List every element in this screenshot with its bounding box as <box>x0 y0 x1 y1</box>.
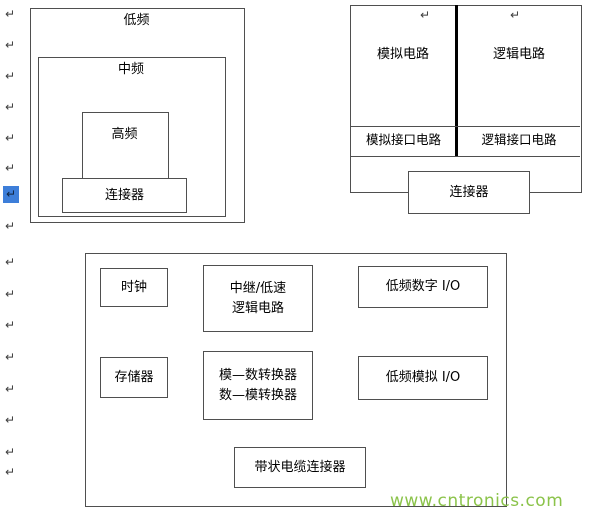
memory-label: 存储器 <box>114 369 154 385</box>
paragraph-mark: ↵ <box>5 100 16 114</box>
analog-interface-label: 模拟接口电路 <box>365 132 441 147</box>
circuit-partition-box[interactable] <box>350 5 582 193</box>
ribbon-cable-connector-label: 带状电缆连接器 <box>254 459 346 475</box>
lowfreq-analog-io-box[interactable]: 低频模拟 I/O <box>358 356 488 400</box>
watermark-text: www.cntronics.com <box>390 491 564 511</box>
lowfreq-analog-io-label: 低频模拟 I/O <box>385 370 461 386</box>
relay-logic-box[interactable]: 中继/低速 逻辑电路 <box>203 265 313 332</box>
partition-connector-label: 连接器 <box>449 184 489 200</box>
analog-circuit-label: 模拟电路 <box>376 47 429 62</box>
converter-box[interactable]: 模—数转换器 数—模转换器 <box>203 351 313 420</box>
lowfreq-digital-io-box[interactable]: 低频数字 I/O <box>358 266 488 308</box>
paragraph-mark: ↵ <box>5 7 16 21</box>
paragraph-mark: ↵ <box>5 465 16 479</box>
paragraph-mark: ↵ <box>510 8 521 22</box>
nested-connector-box[interactable]: 连接器 <box>62 178 187 213</box>
board-layout-box[interactable] <box>85 253 507 507</box>
partition-divider-line <box>455 5 458 157</box>
clock-box[interactable]: 时钟 <box>100 268 168 307</box>
adc-label: 模—数转换器 <box>218 368 297 383</box>
paragraph-mark: ↵ <box>5 318 16 332</box>
high-frequency-label: 高频 <box>111 127 138 142</box>
dac-label: 数—模转换器 <box>218 387 297 403</box>
paragraph-mark: ↵ <box>5 287 16 301</box>
paragraph-mark: ↵ <box>5 350 16 364</box>
relay-logic-label-line1: 中继/低速 <box>229 281 287 296</box>
clock-label: 时钟 <box>120 279 147 295</box>
mid-frequency-label: 中频 <box>117 62 144 77</box>
lowfreq-digital-io-label: 低频数字 I/O <box>385 279 461 295</box>
logic-circuit-label: 逻辑电路 <box>492 47 545 62</box>
selected-paragraph-mark: ↵ <box>3 186 20 204</box>
paragraph-mark: ↵ <box>5 413 16 427</box>
paragraph-mark: ↵ <box>5 131 16 145</box>
ribbon-cable-connector-box[interactable]: 带状电缆连接器 <box>234 447 366 488</box>
partition-connector-box[interactable]: 连接器 <box>408 171 530 214</box>
paragraph-mark: ↵ <box>5 219 16 233</box>
relay-logic-label-line2: 逻辑电路 <box>231 300 284 316</box>
paragraph-mark: ↵ <box>5 161 16 175</box>
paragraph-mark: ↵ <box>5 445 16 459</box>
paragraph-mark: ↵ <box>5 69 16 83</box>
nested-connector-label: 连接器 <box>104 187 144 203</box>
low-frequency-zone-box[interactable] <box>30 8 245 223</box>
paragraph-mark: ↵ <box>5 255 16 269</box>
low-frequency-label: 低频 <box>123 13 150 28</box>
interface-row-top-line <box>350 126 580 127</box>
interface-row-bottom-line <box>350 156 580 157</box>
paragraph-mark: ↵ <box>5 38 16 52</box>
memory-box[interactable]: 存储器 <box>100 357 168 398</box>
logic-interface-label: 逻辑接口电路 <box>481 132 557 147</box>
mid-frequency-zone-box[interactable] <box>38 57 226 217</box>
high-frequency-zone-box[interactable] <box>82 112 169 182</box>
paragraph-mark: ↵ <box>420 8 431 22</box>
paragraph-mark: ↵ <box>5 382 16 396</box>
